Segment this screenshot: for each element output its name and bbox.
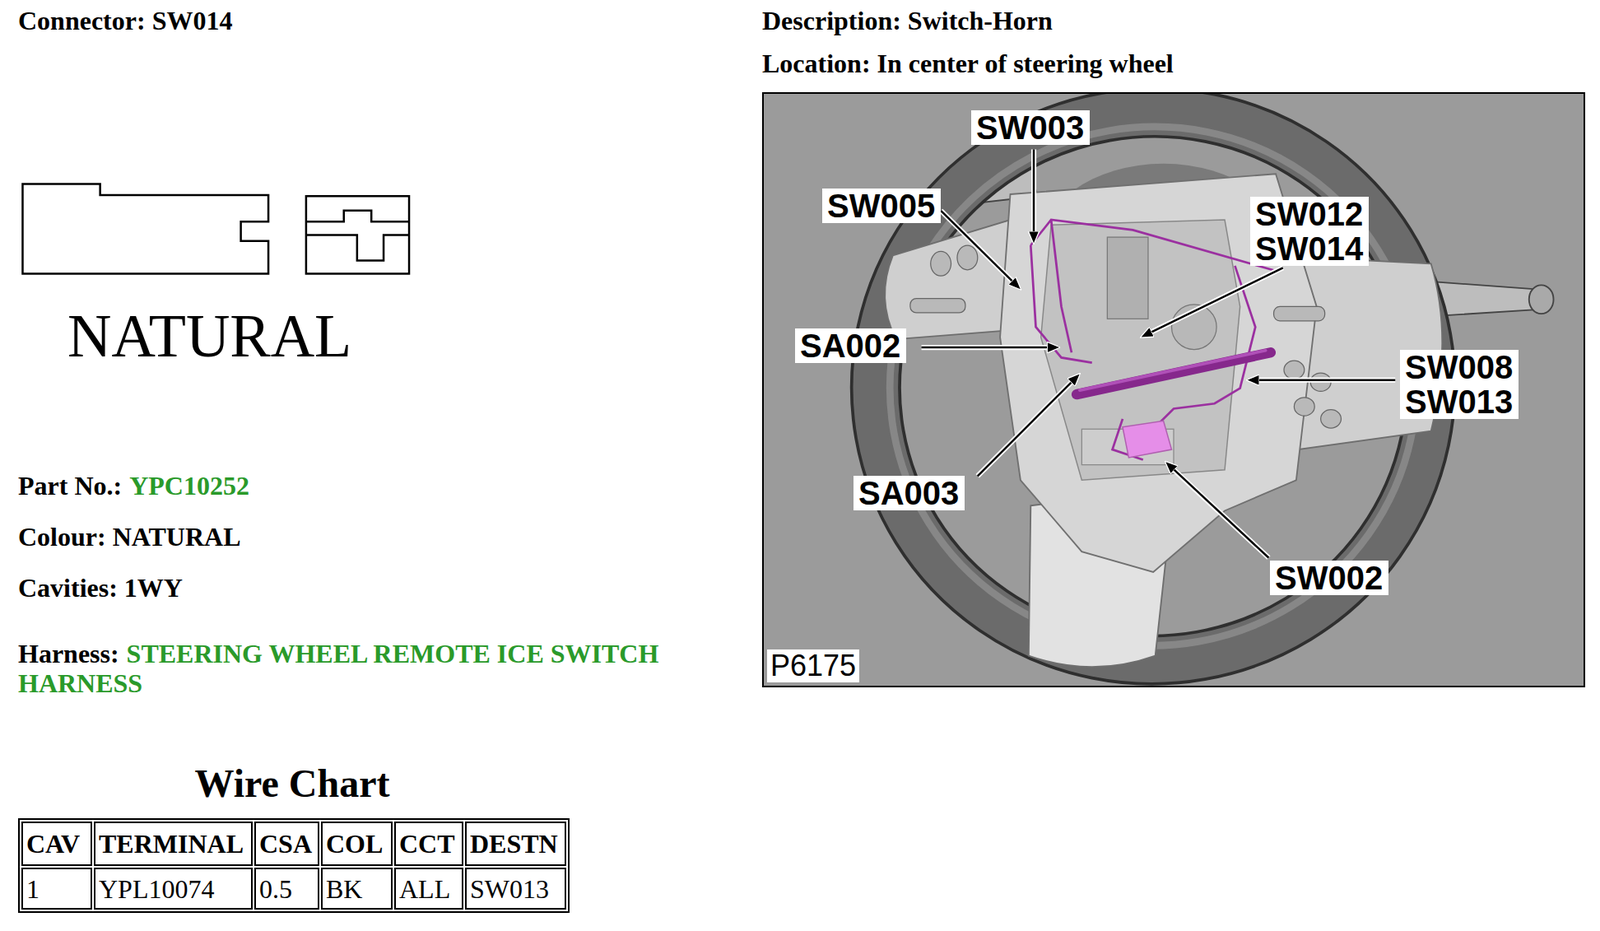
table-header: CCT: [394, 821, 464, 866]
part-number-line: Part No.:YPC10252: [18, 470, 250, 502]
harness-text: Harness:: [18, 638, 120, 669]
header-row: CAVTERMINALCSACOLCCTDESTN: [21, 821, 567, 866]
colour-text: Colour: NATURAL: [18, 521, 242, 552]
callout-label: SW003: [971, 110, 1090, 145]
callout-text: SA003: [858, 475, 960, 511]
description-text: Description: Switch-Horn: [762, 5, 1053, 36]
figure-detail: [1032, 148, 1035, 243]
callout-text: SW013: [1404, 384, 1514, 419]
figure-detail: [1293, 397, 1315, 416]
table-header: CAV: [21, 821, 93, 866]
figure-detail: [832, 92, 1475, 688]
figure-detail: [1030, 219, 1276, 460]
illustration-frame: P6175 SW003SW005 SW012SW014SA002SW008SW013…: [762, 92, 1586, 688]
connector-id-line: Connector: SW014: [18, 5, 233, 37]
callout-label: SW005: [822, 188, 941, 224]
table-header: CSA: [254, 821, 320, 866]
chart-title-line: Wire Chart: [18, 760, 567, 806]
chart-title-text: Wire Chart: [195, 761, 391, 805]
figure-detail: [832, 92, 1475, 688]
figure-detail: [1165, 461, 1269, 559]
callout-text: SW008: [1404, 349, 1514, 385]
table-header: TERMINAL: [93, 821, 253, 866]
callout-label: SW012SW014: [1250, 196, 1369, 266]
figure-detail: [921, 346, 1060, 349]
location-line: Location: In center of steering wheel: [762, 48, 1174, 80]
figure-detail: [1320, 409, 1342, 428]
figure-detail: [1246, 378, 1396, 381]
figure-detail: [1076, 352, 1271, 395]
connector-face-outline: [20, 181, 414, 276]
figure-detail: [977, 373, 1080, 476]
description-line: Description: Switch-Horn: [762, 5, 1053, 37]
callout-text: SA002: [800, 328, 902, 363]
leader-arrows: [921, 148, 1396, 558]
callout-label: SA002: [795, 328, 907, 363]
callout-label: SA003: [853, 475, 965, 511]
callout-text: SW014: [1255, 231, 1364, 266]
location-text: Location: In center of steering wheel: [762, 48, 1174, 79]
figure-detail: [1122, 420, 1173, 458]
figure-detail: [1283, 360, 1305, 379]
callout-text: SW002: [1274, 560, 1384, 596]
figure-detail: [957, 245, 978, 270]
cavities-line: Cavities: 1WY: [18, 572, 183, 604]
figure-detail: [1106, 237, 1149, 319]
terminal-key: [306, 210, 410, 261]
housing-outline: [22, 183, 269, 274]
harness-line: Harness:STEERING WHEEL REMOTE ICE SWITCH…: [18, 638, 677, 698]
figure-detail: [1079, 350, 1266, 391]
figure-detail: [1529, 284, 1554, 314]
figure-detail: [930, 251, 952, 276]
table-cell: BK: [320, 867, 393, 910]
wheel-drawing: [832, 92, 1554, 688]
figure-detail: [940, 210, 1021, 289]
housing-colour-text: NATURAL: [67, 302, 352, 370]
table-cell: 1: [21, 867, 93, 910]
callout-label: SW002: [1269, 560, 1389, 596]
figure-detail: [1274, 306, 1326, 321]
callout-text: SW012: [1255, 196, 1364, 232]
callout-text: SW003: [976, 110, 1085, 145]
colour-line: Colour: NATURAL: [18, 521, 242, 553]
figure-detail: [921, 148, 1396, 558]
connector-id-text: Connector: SW014: [18, 5, 233, 36]
wire-chart-body: CAVTERMINALCSACOLCCTDESTN1YPL100740.5BKA…: [21, 821, 567, 910]
terminal-outline: [306, 195, 410, 274]
wire-chart: CAVTERMINALCSACOLCCTDESTN1YPL100740.5BKA…: [18, 818, 570, 913]
table-cell: YPL10074: [93, 867, 253, 910]
figure-detail: [848, 92, 1458, 688]
figure-detail: [921, 148, 1396, 558]
table-cell: 0.5: [254, 867, 320, 910]
part-number-text: Part No.:: [18, 470, 122, 501]
cavities-text: Cavities: 1WY: [18, 572, 183, 603]
table-header: DESTN: [465, 821, 567, 866]
figure-detail: [910, 298, 966, 313]
callout-text: SW005: [827, 188, 936, 224]
table-cell: ALL: [394, 867, 464, 910]
table-cell: SW013: [465, 867, 567, 910]
housing-colour-line: NATURAL: [67, 301, 352, 372]
callout-label: SW008SW013: [1400, 349, 1519, 419]
figure-detail: [1140, 267, 1283, 337]
table-header: COL: [320, 821, 393, 866]
wire-row: 1YPL100740.5BKALLSW013: [21, 867, 567, 910]
figure-number: P6175: [767, 649, 860, 683]
part-number-value: YPC10252: [129, 470, 250, 501]
